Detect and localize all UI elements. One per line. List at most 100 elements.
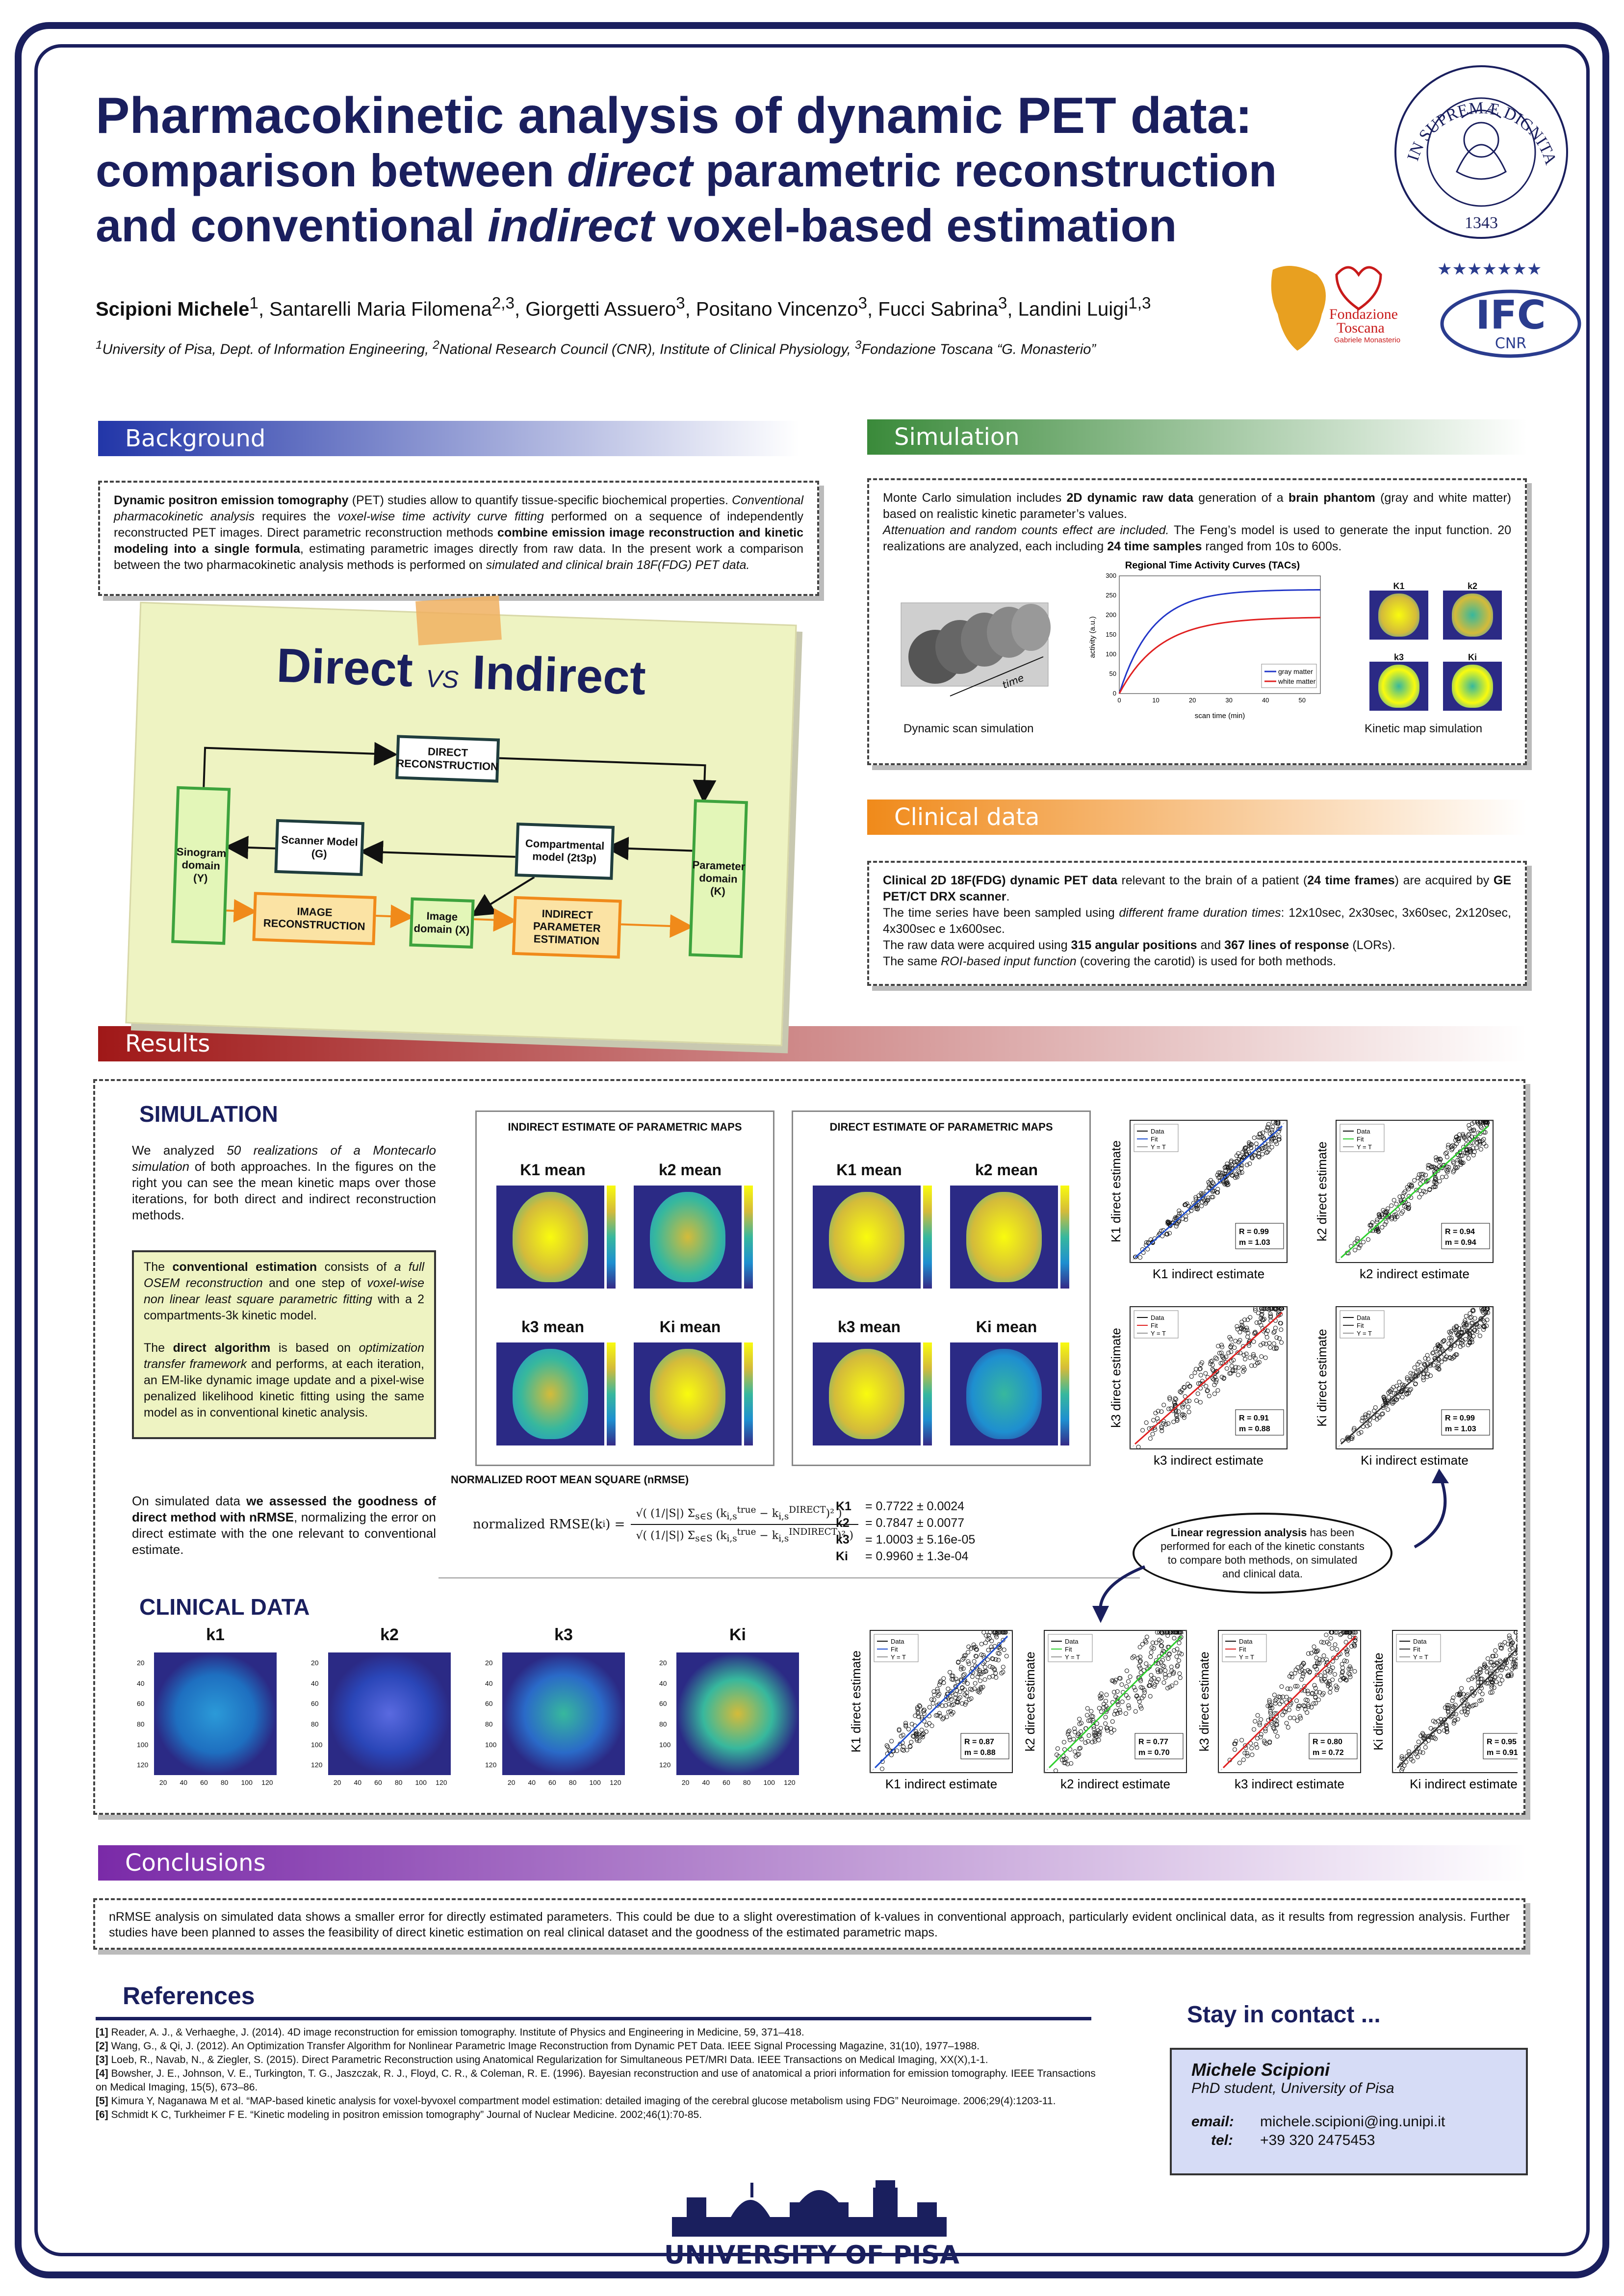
data-point	[1380, 1412, 1385, 1417]
data-point	[1444, 1150, 1449, 1155]
legend-label: Data	[891, 1638, 904, 1645]
data-point	[1477, 1699, 1482, 1703]
data-point	[1167, 1395, 1172, 1400]
data-point	[1266, 1307, 1271, 1312]
data-point	[954, 1688, 959, 1693]
data-point	[937, 1711, 942, 1716]
stat-m: m = 0.72	[1313, 1749, 1344, 1757]
data-point	[1236, 1372, 1240, 1377]
data-point	[1273, 1718, 1278, 1723]
data-point	[1260, 1312, 1264, 1316]
data-point	[1180, 1405, 1185, 1410]
data-point	[999, 1671, 1004, 1676]
email-link[interactable]: michele.scipioni@ing.unipi.it	[1260, 2114, 1445, 2130]
fit-line	[1048, 1635, 1183, 1769]
data-point	[1494, 1679, 1499, 1684]
data-point	[1335, 1647, 1340, 1652]
kin-label: K1	[1393, 581, 1405, 591]
affil-text: University of Pisa, Dept. of Information…	[102, 341, 433, 358]
data-point	[1390, 1215, 1394, 1220]
tac-ytick: 100	[1106, 650, 1116, 658]
data-point	[1239, 1170, 1244, 1175]
stat-m: m = 0.94	[1445, 1238, 1476, 1247]
data-point	[983, 1669, 988, 1674]
data-point	[1446, 1341, 1451, 1346]
legend-label: Y = T	[1357, 1330, 1372, 1337]
ft-line3: Gabriele Monasterio	[1334, 336, 1400, 344]
data-point	[1218, 1170, 1223, 1175]
data-point	[929, 1697, 934, 1702]
data-point	[1171, 1670, 1176, 1675]
data-point	[1252, 1727, 1257, 1732]
data-point	[927, 1721, 932, 1726]
data-point	[916, 1711, 921, 1716]
data-point	[1138, 1678, 1143, 1683]
stat-m: m = 0.88	[964, 1749, 996, 1757]
data-point	[1255, 1361, 1260, 1366]
data-point	[1468, 1311, 1472, 1316]
data-point	[1440, 1340, 1445, 1344]
data-point	[1392, 1391, 1396, 1395]
data-point	[979, 1686, 983, 1691]
data-point	[1151, 1646, 1156, 1651]
data-point	[1465, 1152, 1469, 1157]
res-text: 50 realizations of a Montecarlo simulati…	[132, 1143, 436, 1174]
data-point	[1161, 1421, 1166, 1426]
data-point	[1245, 1754, 1250, 1758]
data-point	[1421, 1377, 1426, 1382]
data-point	[1494, 1653, 1498, 1658]
data-point	[1126, 1703, 1131, 1708]
data-point	[1257, 1723, 1262, 1728]
data-point	[1183, 1203, 1187, 1208]
data-point	[985, 1657, 990, 1662]
diagram-direct-reconstruction: DIRECT RECONSTRUCTION	[395, 735, 500, 783]
legend-label: Fit	[1065, 1646, 1072, 1653]
data-point	[1352, 1426, 1357, 1431]
data-point	[1269, 1137, 1274, 1142]
data-point	[1400, 1194, 1405, 1199]
direct-maps-title: DIRECT ESTIMATE OF PARAMETRIC MAPS	[829, 1121, 1053, 1133]
affil-text: National Research Council (CNR), Institu…	[439, 341, 855, 358]
data-point	[1483, 1309, 1488, 1314]
data-point	[1105, 1728, 1110, 1733]
data-point	[1321, 1640, 1326, 1645]
data-point	[1300, 1674, 1305, 1679]
data-point	[1175, 1418, 1180, 1422]
data-point	[1356, 1431, 1361, 1436]
data-point	[1363, 1415, 1367, 1419]
data-point	[1430, 1351, 1435, 1356]
data-point	[1187, 1398, 1192, 1403]
data-point	[1450, 1146, 1455, 1151]
data-point	[1274, 1346, 1279, 1351]
x-axis-label: Ki indirect estimate	[1410, 1777, 1518, 1791]
data-point	[1458, 1690, 1463, 1695]
data-point	[1335, 1685, 1340, 1690]
data-point	[1205, 1388, 1210, 1393]
legend-label: Data	[1151, 1314, 1164, 1321]
cnr-text: CNR	[1495, 335, 1526, 352]
data-point	[1250, 1753, 1255, 1757]
x-tick: 20	[507, 1779, 516, 1786]
data-point	[1320, 1657, 1325, 1662]
y-tick: 40	[311, 1679, 319, 1687]
data-point	[1172, 1636, 1177, 1641]
data-point	[1069, 1761, 1074, 1766]
data-point	[1445, 1167, 1450, 1172]
data-point	[1360, 1419, 1365, 1423]
data-point	[1085, 1739, 1090, 1744]
data-point	[1449, 1147, 1454, 1152]
data-point	[1447, 1330, 1452, 1335]
y-tick: 80	[311, 1720, 319, 1728]
data-point	[1182, 1413, 1187, 1418]
data-point	[1263, 1728, 1268, 1733]
diagram-sinogram-domain: Sinogram domain (Y)	[171, 786, 231, 945]
indirect-k2-map	[634, 1186, 742, 1289]
data-point	[1347, 1664, 1352, 1669]
pisa-skyline-icon: UNIVERSITY OF PISA	[664, 2180, 959, 2270]
data-point	[1214, 1190, 1219, 1195]
data-point	[1234, 1159, 1239, 1164]
x-tick: 60	[374, 1779, 382, 1786]
data-point	[1274, 1722, 1279, 1727]
